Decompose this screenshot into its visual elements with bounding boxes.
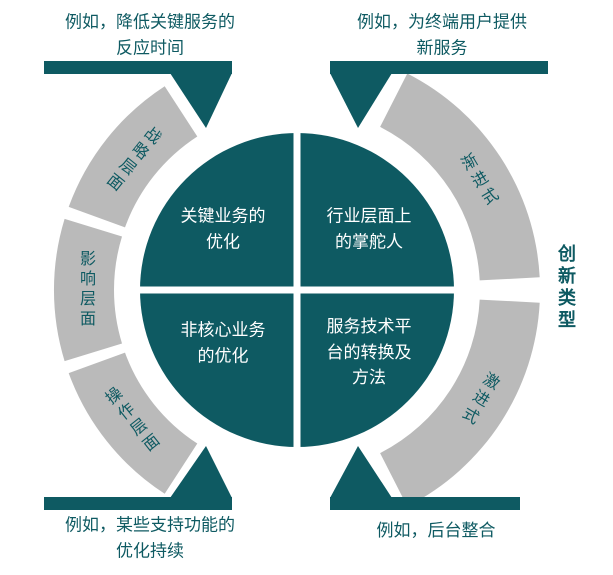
callout-bottom-left: 例如，某些支持功能的 优化持续 bbox=[65, 515, 235, 561]
arc-segment-strategy-level bbox=[68, 86, 198, 228]
quadrant-label-top-left: 关键业务的 优化 bbox=[180, 206, 266, 252]
callout-bar-top-right bbox=[330, 61, 548, 74]
arc-segment-incremental bbox=[380, 73, 540, 281]
arc-segment-radical bbox=[380, 299, 540, 507]
arc-segment-operation-level bbox=[68, 352, 198, 494]
callout-pointer-bottom-right bbox=[330, 446, 392, 498]
axis-label-innovation-type: 创新类型 bbox=[556, 244, 576, 332]
quadrant-label-bottom-left: 非核心业务 的优化 bbox=[180, 320, 266, 366]
callout-bottom-right: 例如，后台整合 bbox=[376, 520, 496, 540]
callout-pointer-top-right bbox=[330, 73, 392, 128]
arc-label-impact-level: 影响层面 bbox=[77, 250, 94, 330]
callout-pointer-top-left bbox=[170, 73, 232, 128]
callout-top-right: 例如，为终端用户提供 新服务 bbox=[357, 12, 527, 58]
callout-top-left: 例如，降低关键服务的 反应时间 bbox=[65, 12, 235, 58]
quadrant-label-bottom-right: 服务技术平 台的转换及 方法 bbox=[326, 316, 412, 387]
arc-segment-impact-level bbox=[53, 218, 122, 362]
quadrant-label-top-right: 行业层面上 的掌舵人 bbox=[326, 206, 412, 252]
callout-bar-bottom-right bbox=[330, 497, 520, 510]
callout-bar-bottom-left bbox=[44, 497, 232, 510]
callout-bar-top-left bbox=[44, 61, 232, 74]
callout-pointer-bottom-left bbox=[170, 446, 232, 498]
